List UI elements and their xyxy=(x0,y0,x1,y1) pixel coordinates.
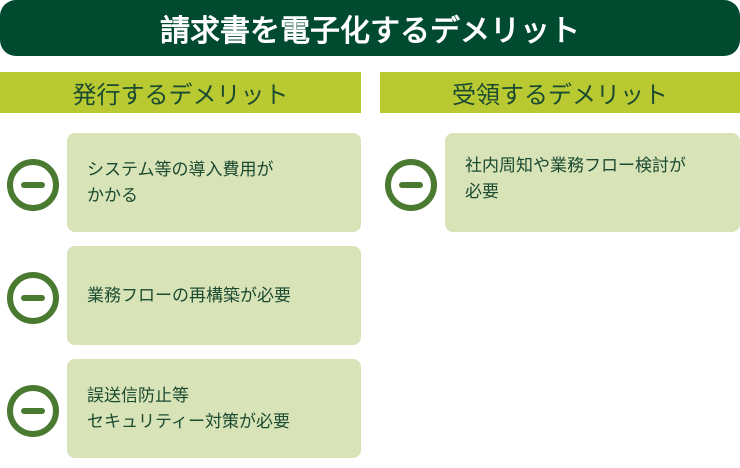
receiving-heading: 受領するデメリット xyxy=(380,72,740,113)
minus-circle-icon xyxy=(7,385,59,437)
receiving-item: 社内周知や業務フロー検討が 必要 xyxy=(445,133,740,232)
issuing-item: 業務フローの再構築が必要 xyxy=(67,246,361,345)
minus-circle-icon xyxy=(7,159,59,211)
minus-circle-icon xyxy=(7,272,59,324)
page-title: 請求書を電子化するデメリット xyxy=(0,0,740,56)
issuing-item: システム等の導入費用が かかる xyxy=(67,133,361,232)
minus-circle-icon xyxy=(385,159,437,211)
issuing-item: 誤送信防止等 セキュリティー対策が必要 xyxy=(67,359,361,458)
issuing-heading: 発行するデメリット xyxy=(0,72,361,113)
